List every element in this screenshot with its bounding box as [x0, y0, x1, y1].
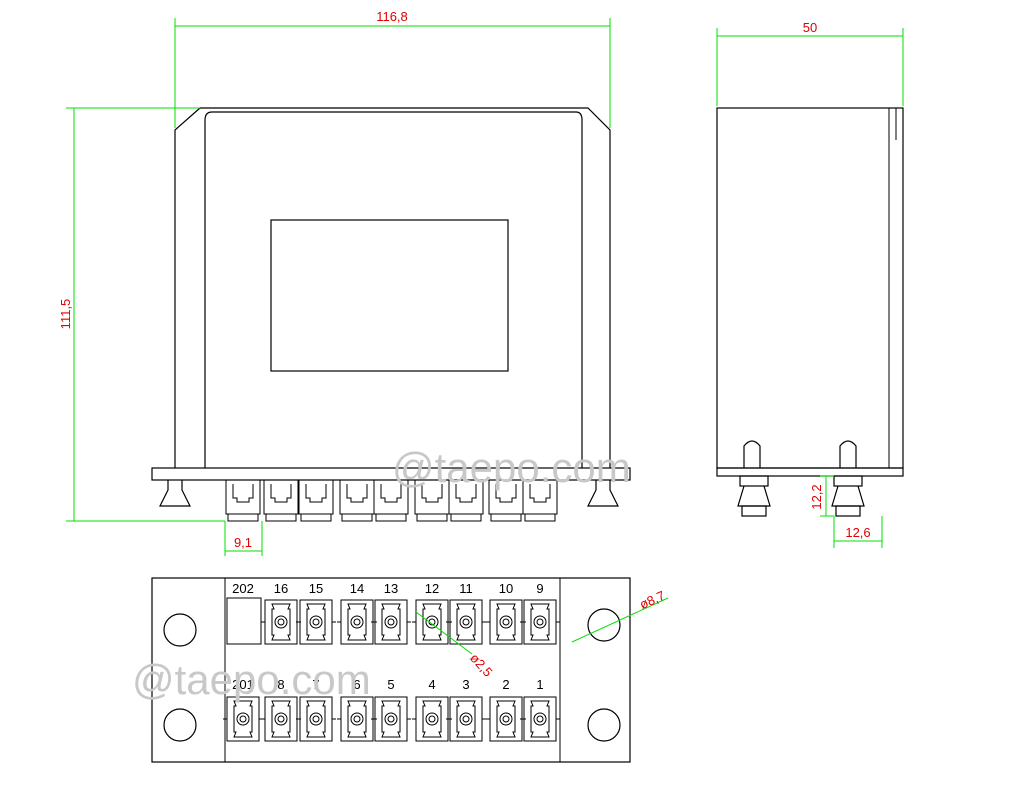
front-connector: [263, 479, 299, 522]
sc-adapter: [261, 599, 301, 645]
dim-height: 111,5: [58, 107, 225, 522]
sc-adapter: [371, 599, 411, 645]
port-label: 16: [274, 581, 288, 596]
right-knob: [587, 480, 619, 507]
dim-port-pitch: 9,1: [224, 521, 263, 556]
sc-adapter: [446, 696, 486, 742]
side-latch-left: [743, 440, 761, 468]
port-label: 201: [232, 677, 254, 692]
front-connector: [522, 479, 558, 522]
port-labels-top: 202 16 15 14 13 12 11 10 9: [232, 581, 543, 596]
dim-side-w-label: 12,6: [845, 525, 870, 540]
front-housing-outline: [174, 107, 611, 468]
dim-hole-label: ø8,7: [637, 588, 667, 612]
sc-adapter: [223, 696, 263, 742]
side-connector-right: [831, 475, 865, 517]
port-label: 9: [536, 581, 543, 596]
sc-adapter: [520, 696, 560, 742]
dim-hole-diameter: ø8,7: [571, 588, 669, 643]
front-connector: [298, 479, 334, 522]
port-label: 12: [425, 581, 439, 596]
front-face: [204, 111, 583, 468]
port-label: 11: [459, 581, 473, 596]
dim-width: 116,8: [174, 9, 611, 128]
dim-depth-label: 50: [803, 20, 817, 35]
port-label: 3: [462, 677, 469, 692]
front-view: [151, 107, 631, 522]
watermark-bottom: @taepo.com: [132, 656, 371, 703]
side-body: [716, 107, 904, 469]
port-label: 13: [384, 581, 398, 596]
sc-adapter: [446, 599, 486, 645]
port-label: 8: [277, 677, 284, 692]
sc-adapter: [520, 599, 560, 645]
sc-adapter: [261, 696, 301, 742]
front-connector: [448, 479, 484, 522]
bottom-view: 202 16 15 14 13 12 11 10 9 201 8 7 6 5 4 3 2 1: [151, 577, 631, 763]
port-label: 14: [350, 581, 364, 596]
sc-adapter: [296, 599, 336, 645]
port-label: 202: [232, 581, 254, 596]
port-label: 4: [428, 677, 435, 692]
label-window: [270, 219, 509, 372]
watermark-top: @taepo.com: [392, 444, 631, 491]
port-label: 5: [387, 677, 394, 692]
dim-side-w: 12,6: [833, 516, 883, 548]
dim-ferrule-label: ø2,5: [467, 650, 496, 679]
dim-depth: 50: [716, 20, 904, 106]
dim-side-h: 12,2: [809, 475, 834, 517]
front-connectors: [225, 479, 558, 522]
port-label: 10: [499, 581, 513, 596]
port-202-blank: [226, 597, 262, 645]
port-labels-bottom: 201 8 7 6 5 4 3 2 1: [232, 677, 543, 692]
mount-hole-top-left: [163, 613, 197, 647]
dim-width-label: 116,8: [376, 9, 408, 24]
side-latch-right: [839, 440, 857, 468]
dim-port-pitch-label: 9,1: [234, 535, 252, 550]
port-label: 7: [312, 677, 319, 692]
front-connector: [373, 479, 409, 522]
port-label: 15: [309, 581, 323, 596]
side-connector-left: [737, 475, 771, 517]
side-base: [716, 467, 904, 477]
dim-side-h-label: 12,2: [809, 484, 824, 509]
port-label: 1: [536, 677, 543, 692]
left-knob: [159, 480, 191, 507]
port-label: 2: [502, 677, 509, 692]
port-label: 6: [353, 677, 360, 692]
dim-height-label: 111,5: [58, 299, 73, 330]
mount-hole-top-right: [587, 608, 621, 642]
sc-adapter: [371, 696, 411, 742]
front-connector: [339, 479, 375, 522]
front-connector: [225, 479, 261, 522]
adapter-area: [224, 577, 561, 763]
mount-hole-bottom-left: [163, 708, 197, 742]
mount-hole-bottom-right: [587, 708, 621, 742]
sc-adapter: [296, 696, 336, 742]
side-view: [716, 107, 904, 517]
adapters: [223, 599, 560, 742]
